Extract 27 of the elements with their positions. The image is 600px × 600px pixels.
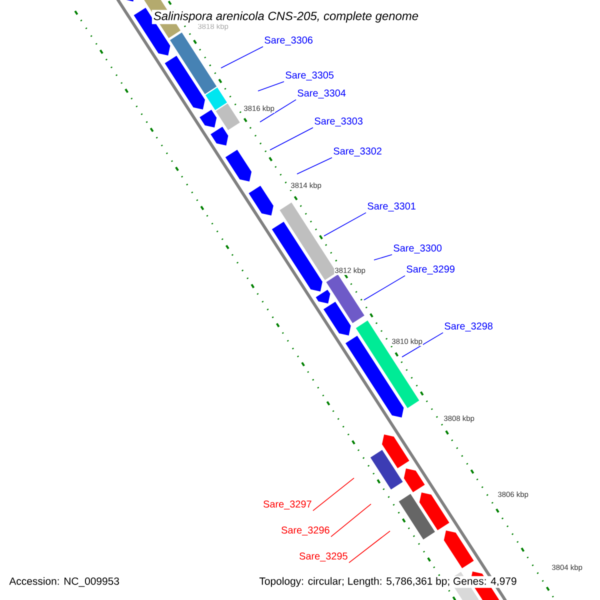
leader-line — [220, 46, 264, 68]
footer-text: Accession: NC_009953 — [8, 576, 120, 588]
gene-label: Sare_3301 — [368, 202, 416, 212]
leader-line — [260, 99, 296, 122]
gene-label: Sare_3304 — [298, 90, 346, 98]
gene-label: Sare_3303 — [314, 118, 363, 126]
leader-line — [324, 212, 366, 236]
leader-line — [402, 332, 444, 358]
gene-label: Sare_3296 — [282, 526, 330, 536]
gene-label: Sare_3298 — [444, 322, 493, 332]
title: Salinispora arenicola CNS-205, complete genome — [152, 10, 420, 24]
leader-line — [364, 275, 406, 300]
gene-label: Sare_3305 — [286, 72, 334, 80]
gene-label: Sare_3300 — [394, 244, 442, 254]
gene-label: Sare_3299 — [406, 266, 454, 274]
gene-label: Sare_3297 — [264, 500, 312, 510]
leader-line — [270, 127, 314, 150]
gene-label: Sare_3302 — [334, 148, 382, 156]
leader-line — [330, 504, 372, 538]
leader-line — [374, 254, 392, 260]
gene-label: Sare_3295 — [300, 552, 348, 562]
leader-line — [258, 81, 284, 92]
leader-line — [312, 478, 354, 512]
leader-line — [348, 530, 390, 564]
gene-label: Sare_3306 — [264, 36, 312, 46]
footer-text: Topology: circular; Length: 5,786,361 bp; Genes: 4,979 — [258, 576, 518, 588]
leader-line — [296, 157, 332, 174]
